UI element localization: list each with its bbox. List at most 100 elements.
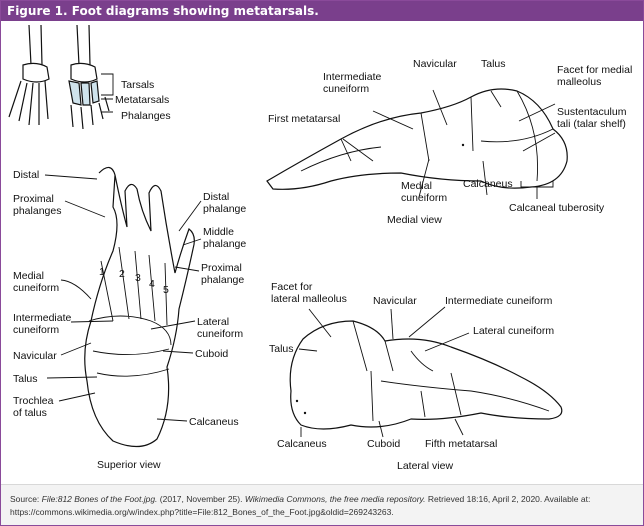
tarsals-bracket <box>101 73 114 96</box>
label-sup-cuboid: Cuboid <box>195 348 228 360</box>
label-middle-phalange-1: Middle <box>203 226 234 238</box>
leader-lat-navicular <box>390 308 394 340</box>
label-metatarsals: Metatarsals <box>115 94 169 106</box>
label-phalanges: Phalanges <box>121 110 171 122</box>
leader-sup-medial-cuneiform <box>60 279 92 300</box>
leader-lat-talus <box>298 348 318 352</box>
label-sup-medial-cuneiform-1: Medial <box>13 270 44 282</box>
leader-sup-cuboid <box>162 350 194 354</box>
leader-sup-navicular <box>60 342 92 356</box>
label-sustentaculum-1: Sustentaculum <box>557 106 627 118</box>
label-proximal-phalange-1: Proximal <box>201 262 242 274</box>
leader-fifth-metatarsal <box>454 418 464 436</box>
leader-lat-lateral-cuneiform <box>424 332 470 352</box>
leader-distal <box>44 174 98 180</box>
metatarsals-highlight <box>68 80 100 106</box>
superior-view: 1 2 3 4 5 Distal Proximal phalanges Dist… <box>13 166 246 471</box>
leader-med-navicular <box>432 89 448 126</box>
medial-foot-details <box>300 90 554 182</box>
label-sup-medial-cuneiform-2: cuneiform <box>13 282 59 294</box>
label-tarsals: Tarsals <box>121 79 154 91</box>
lateral-foot-details <box>352 320 550 422</box>
source-footer: Source: File:812 Bones of the Foot.jpg. … <box>1 484 643 525</box>
lateral-view: Facet for lateral malleolus Navicular In… <box>269 281 563 472</box>
medial-foot-outline <box>266 88 568 190</box>
leader-lat-cuboid <box>378 420 384 438</box>
label-lat-intermediate: Intermediate cuneiform <box>445 295 553 307</box>
label-med-calcaneus: Calcaneus <box>463 178 513 190</box>
foot-diagram-svg: Tarsals Metatarsals Phalanges Intermedia… <box>8 24 632 472</box>
label-lat-lateral-cuneiform: Lateral cuneiform <box>473 325 554 337</box>
label-lat-facet-1: Facet for <box>271 281 313 293</box>
left-tibia <box>28 24 43 66</box>
label-lat-facet-2: lateral malleolus <box>271 293 347 305</box>
source-prefix: Source: <box>10 494 42 504</box>
label-proximal-phalanges-1: Proximal <box>13 193 54 205</box>
leader-sup-calcaneus <box>156 418 188 422</box>
superior-foot-details <box>88 246 172 377</box>
left-ankle <box>22 62 50 83</box>
leader-sup-talus <box>46 376 98 379</box>
label-sup-talus: Talus <box>13 373 38 385</box>
label-sup-calcaneus: Calcaneus <box>189 416 239 428</box>
label-med-talus: Talus <box>481 58 506 70</box>
label-fifth-metatarsal: Fifth metatarsal <box>425 438 497 450</box>
label-proximal-phalange-2: phalange <box>201 274 244 286</box>
label-calcaneal-tuberosity: Calcaneal tuberosity <box>509 202 605 214</box>
label-med-facet-1: Facet for medial <box>557 64 632 76</box>
leader-distal-phalange <box>178 200 202 232</box>
leader-med-talus <box>490 90 502 108</box>
phalanges-bracket <box>101 98 113 113</box>
foot-diagram: Tarsals Metatarsals Phalanges Intermedia… <box>1 21 643 484</box>
right-tibia <box>76 24 91 66</box>
leg-thumbnail: Tarsals Metatarsals Phalanges <box>8 24 171 130</box>
metatarsal-number-1: 1 <box>99 266 105 278</box>
label-lat-cuboid: Cuboid <box>367 438 400 450</box>
label-lat-calcaneus: Calcaneus <box>277 438 327 450</box>
right-ankle <box>70 62 98 83</box>
bracket-calcaneal-tuberosity <box>520 181 554 199</box>
left-toes <box>8 80 49 126</box>
right-toes <box>70 96 110 130</box>
leader-sup-lateral-cuneiform <box>150 320 196 330</box>
label-first-metatarsal: First metatarsal <box>268 113 340 125</box>
label-sup-intermediate-2: cuneiform <box>13 324 59 336</box>
leader-lat-facet <box>308 308 332 338</box>
metatarsal-number-4: 4 <box>149 278 155 290</box>
label-lat-navicular: Navicular <box>373 295 417 307</box>
label-med-medial-cuneiform-1: Medial <box>401 180 432 192</box>
label-sup-navicular: Navicular <box>13 350 57 362</box>
label-medial-view: Medial view <box>387 214 442 226</box>
label-lateral-view: Lateral view <box>397 460 453 472</box>
leader-trochlea <box>58 392 96 402</box>
label-superior-view: Superior view <box>97 459 161 471</box>
medial-view: Intermediate cuneiform Navicular Talus F… <box>266 58 632 226</box>
source-date: (2017, November 25). <box>157 494 245 504</box>
metatarsal-number-5: 5 <box>163 284 169 296</box>
figure-header: Figure 1. Foot diagrams showing metatars… <box>1 1 643 21</box>
label-sup-lateral-cuneiform-2: cuneiform <box>197 328 243 340</box>
label-lat-talus: Talus <box>269 343 294 355</box>
leader-first-metatarsal <box>342 138 374 162</box>
lateral-dot-1 <box>295 399 299 403</box>
source-file: File:812 Bones of the Foot.jpg. <box>41 494 158 504</box>
metatarsal-number-2: 2 <box>119 268 125 280</box>
label-distal: Distal <box>13 169 39 181</box>
label-med-facet-2: malleolus <box>557 76 601 88</box>
source-citation: Source: File:812 Bones of the Foot.jpg. … <box>10 493 636 519</box>
label-distal-phalange-2: phalange <box>203 203 246 215</box>
label-sustentaculum-2: tali (talar shelf) <box>557 118 626 130</box>
label-trochlea-2: of talus <box>13 407 47 419</box>
source-rest: Retrieved 18:16, April 2, 2020. Availabl… <box>10 494 591 517</box>
label-trochlea-1: Trochlea <box>13 395 54 407</box>
label-sup-lateral-cuneiform-1: Lateral <box>197 316 229 328</box>
leader-sup-intermediate <box>70 320 114 323</box>
label-med-intermediate-2: cuneiform <box>323 83 369 95</box>
leader-middle-phalange <box>182 238 202 246</box>
source-repository: Wikimedia Commons, the free media reposi… <box>244 494 426 504</box>
label-proximal-phalanges-2: phalanges <box>13 205 61 217</box>
leader-proximal-phalanges <box>64 200 106 218</box>
leader-med-facet <box>518 103 556 122</box>
leader-proximal-phalange <box>174 266 200 272</box>
label-med-navicular: Navicular <box>413 58 457 70</box>
